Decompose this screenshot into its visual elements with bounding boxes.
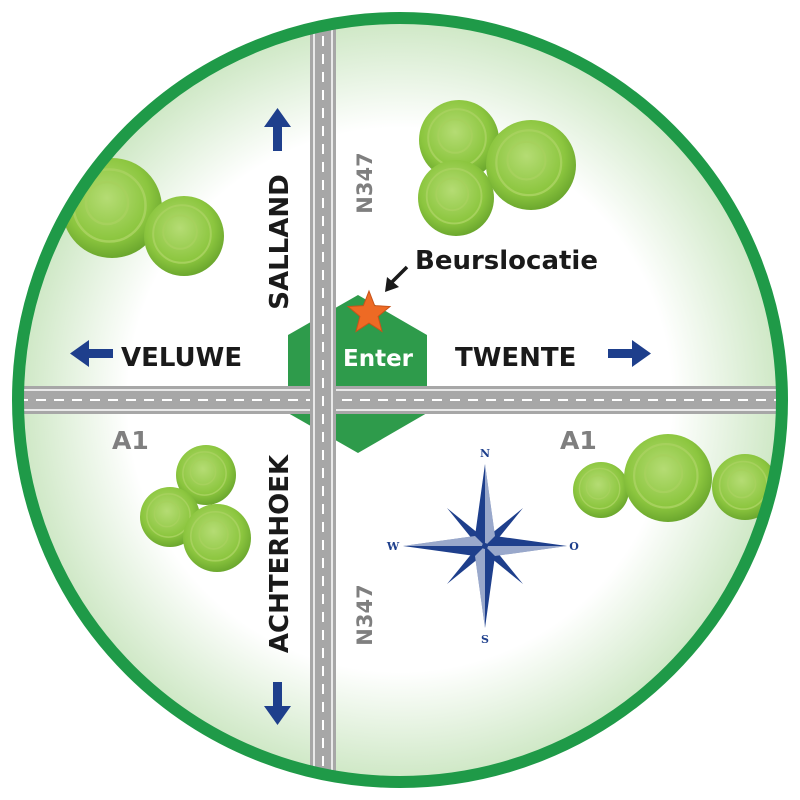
direction-label-south: ACHTERHOEK: [265, 454, 295, 653]
compass-label-w: W: [386, 540, 400, 553]
compass-rose-icon: [403, 464, 567, 628]
road-label-a1-west: A1: [112, 426, 149, 455]
compass-label-n: N: [480, 447, 490, 460]
road-label-n347-south: N347: [353, 584, 377, 645]
road-horizontal: [22, 386, 778, 414]
map-border-ring: [12, 12, 788, 788]
arrow-north-icon: [264, 108, 291, 151]
venue-label: Beurslocatie: [415, 246, 598, 276]
road-label-n347-north: N347: [353, 152, 377, 213]
compass-label-s: S: [481, 633, 489, 646]
arrow-west-icon: [70, 340, 113, 367]
compass-label-e: O: [569, 540, 579, 553]
venue-pointer-arrow-icon: [385, 265, 409, 292]
road-vertical: [310, 22, 336, 778]
direction-label-west: VELUWE: [121, 343, 242, 373]
road-label-a1-east: A1: [560, 426, 597, 455]
arrow-south-icon: [264, 682, 291, 725]
arrow-east-icon: [608, 340, 651, 367]
venue-star-icon: [346, 289, 392, 333]
town-label: Enter: [343, 346, 414, 372]
direction-label-east: TWENTE: [455, 343, 576, 373]
direction-label-north: SALLAND: [265, 174, 295, 309]
